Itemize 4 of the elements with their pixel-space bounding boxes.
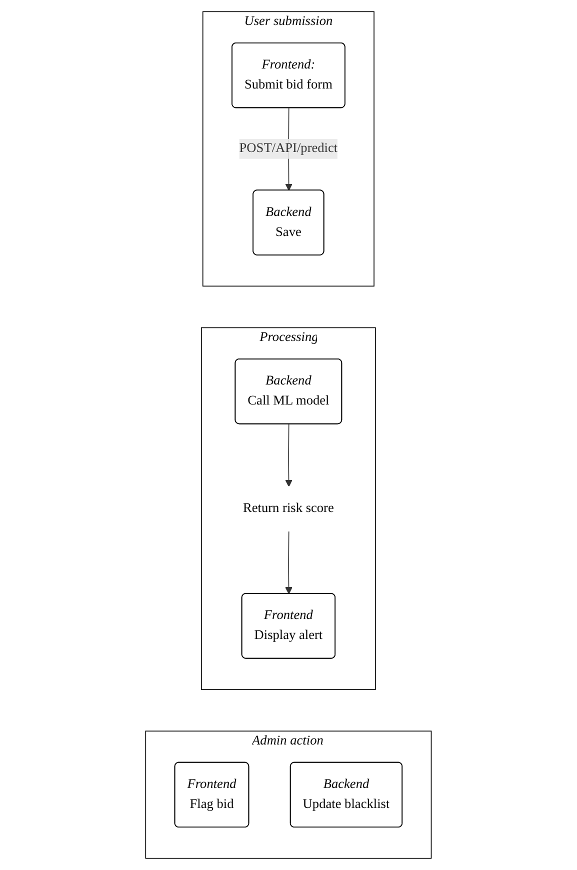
arrow bbox=[285, 531, 292, 594]
node-text: Return risk score bbox=[243, 501, 334, 516]
edge-label: POST/API/predict bbox=[239, 141, 338, 156]
arrow bbox=[285, 424, 292, 487]
